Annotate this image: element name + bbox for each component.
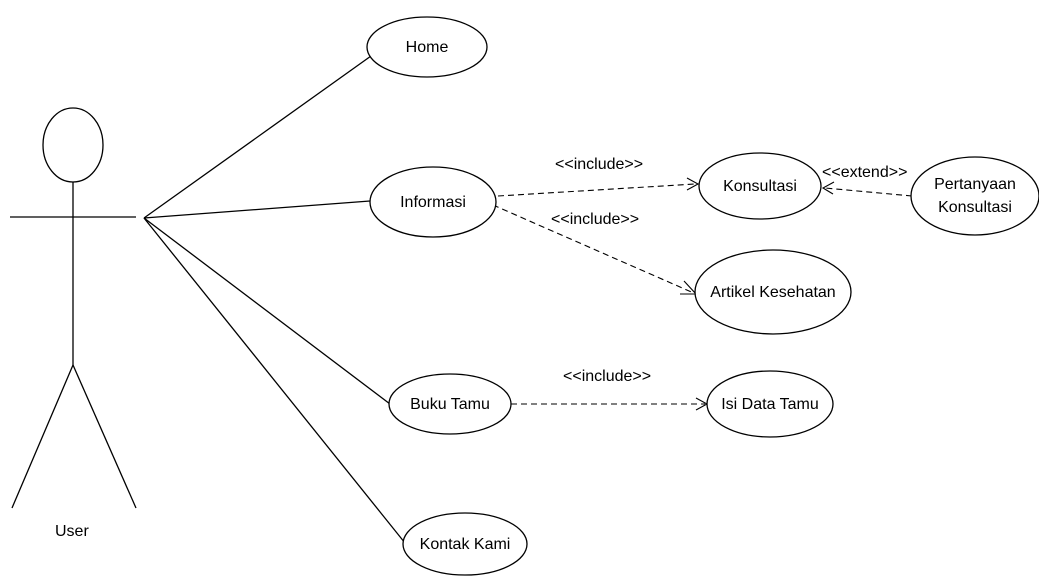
use-case-label-line1: Pertanyaan bbox=[934, 176, 1016, 193]
actor-label: User bbox=[55, 523, 89, 540]
use-case-label: Konsultasi bbox=[723, 178, 797, 195]
include-arrowhead-artikel bbox=[680, 280, 698, 295]
use-case-isi-data-tamu: Isi Data Tamu bbox=[706, 370, 834, 438]
use-case-label: Kontak Kami bbox=[420, 536, 511, 553]
use-case-label: Buku Tamu bbox=[410, 396, 490, 413]
association-home bbox=[143, 55, 372, 219]
use-case-home: Home bbox=[366, 16, 488, 78]
use-case-kontak-kami: Kontak Kami bbox=[402, 512, 528, 576]
use-case-artikel-kesehatan: Artikel Kesehatan bbox=[694, 249, 852, 335]
actor-left-leg bbox=[11, 364, 74, 509]
stereotype-extend: <<extend>> bbox=[822, 164, 907, 181]
stereotype-include-isi-data-tamu: <<include>> bbox=[563, 368, 651, 385]
association-buku-tamu bbox=[143, 217, 391, 405]
include-line-artikel bbox=[492, 204, 697, 295]
extend-arrowhead bbox=[821, 181, 835, 195]
use-case-label: Isi Data Tamu bbox=[721, 396, 819, 413]
association-kontak-kami bbox=[143, 217, 406, 544]
stereotype-include-konsultasi: <<include>> bbox=[555, 156, 643, 173]
actor-head bbox=[42, 107, 104, 183]
include-arrowhead-konsultasi bbox=[686, 177, 700, 191]
association-informasi bbox=[143, 200, 371, 219]
relationship-lines bbox=[492, 177, 913, 411]
use-case-konsultasi: Konsultasi bbox=[698, 152, 822, 220]
use-case-informasi: Informasi bbox=[369, 166, 497, 238]
stereotype-include-artikel: <<include>> bbox=[551, 211, 639, 228]
use-case-pertanyaan-konsultasi: Pertanyaan Konsultasi bbox=[910, 156, 1039, 236]
use-case-label: Artikel Kesehatan bbox=[710, 284, 835, 301]
actor-user: User bbox=[10, 107, 137, 540]
use-case-label: Home bbox=[406, 39, 449, 56]
use-case-label-line2: Konsultasi bbox=[938, 199, 1012, 216]
extend-line bbox=[824, 187, 913, 197]
include-line-konsultasi bbox=[497, 183, 696, 197]
associations bbox=[143, 55, 406, 544]
use-case-label: Informasi bbox=[400, 194, 466, 211]
use-case-buku-tamu: Buku Tamu bbox=[388, 373, 512, 435]
actor-right-leg bbox=[72, 364, 137, 509]
